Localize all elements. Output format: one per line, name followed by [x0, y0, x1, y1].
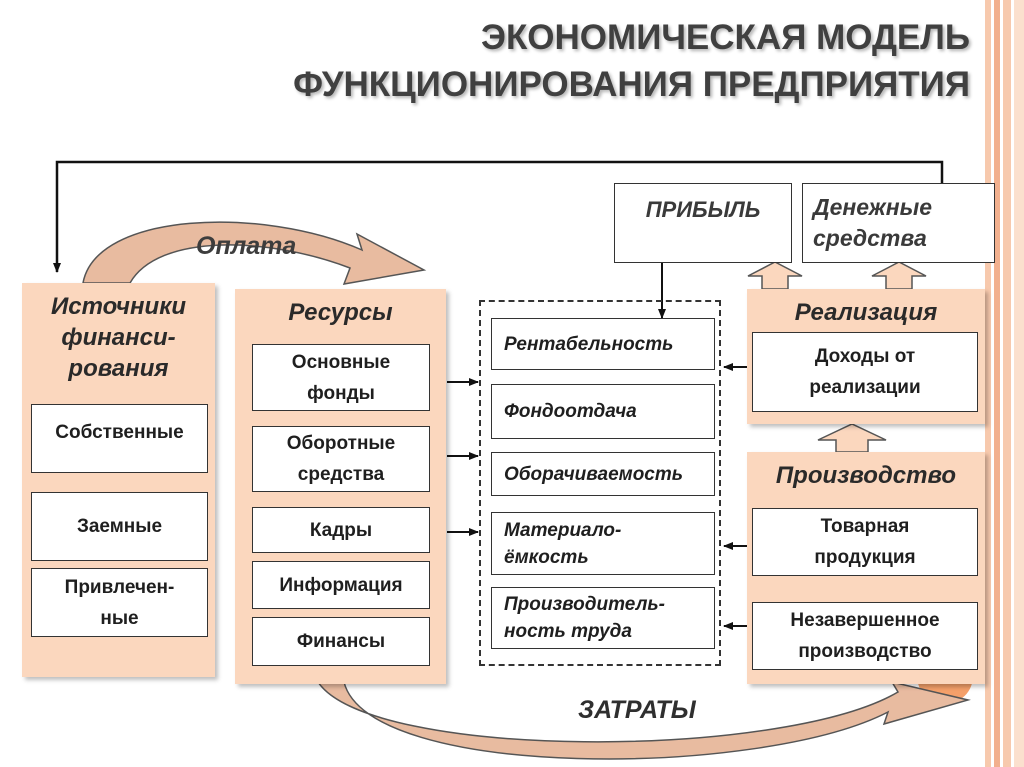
sales-to-cash-arrow — [871, 261, 927, 290]
production-to-sales-arrow — [817, 423, 887, 453]
indicator-turnover: Оборачиваемость — [491, 452, 715, 496]
decor-stripe — [994, 0, 1000, 767]
feedback-line — [53, 160, 944, 273]
resource-finance: Финансы — [252, 617, 430, 666]
sources-title: Источники финанси- рования — [50, 293, 187, 382]
indicator-labor-productivity: Производитель- ность труда — [491, 587, 715, 649]
decor-stripe — [985, 0, 991, 767]
source-borrowed: Заемные — [31, 492, 208, 561]
sales-revenue: Доходы от реализации — [752, 332, 978, 412]
resource-staff: Кадры — [252, 507, 430, 553]
title-line-2: ФУНКЦИОНИРОВАНИЯ ПРЕДПРИЯТИЯ — [293, 65, 970, 104]
payment-arrow — [82, 221, 427, 285]
title-line-1: ЭКОНОМИЧЕСКАЯ МОДЕЛЬ — [481, 18, 970, 57]
production-title: Производство — [775, 462, 957, 489]
indicator-material-intensity: Материало- ёмкость — [491, 512, 715, 575]
payment-label: Оплата — [196, 232, 297, 260]
costs-label: ЗАТРАТЫ — [578, 696, 696, 724]
source-own: Собственные — [31, 404, 208, 473]
cash-box: Денежные средства — [802, 183, 995, 263]
indicators-group — [479, 300, 721, 666]
resources-title: Ресурсы — [288, 299, 393, 326]
sales-to-profit-arrow — [747, 261, 803, 290]
source-attracted: Привлечен- ные — [31, 568, 208, 637]
decor-stripe — [1003, 0, 1011, 767]
resource-fixed-assets: Основные фонды — [252, 344, 430, 411]
costs-arrow — [316, 680, 971, 760]
profit-box: ПРИБЫЛЬ — [614, 183, 792, 263]
decor-stripe — [1014, 0, 1024, 767]
resource-working-capital: Оборотные средства — [252, 426, 430, 492]
page-title: ЭКОНОМИЧЕСКАЯ МОДЕЛЬ ФУНКЦИОНИРОВАНИЯ ПР… — [130, 14, 970, 108]
sales-title: Реализация — [794, 299, 938, 326]
production-work-in-progress: Незавершенное производство — [752, 602, 978, 670]
production-finished-goods: Товарная продукция — [752, 508, 978, 576]
indicator-capital-productivity: Фондоотдача — [491, 384, 715, 439]
indicator-profitability: Рентабельность — [491, 318, 715, 370]
resource-information: Информация — [252, 561, 430, 609]
